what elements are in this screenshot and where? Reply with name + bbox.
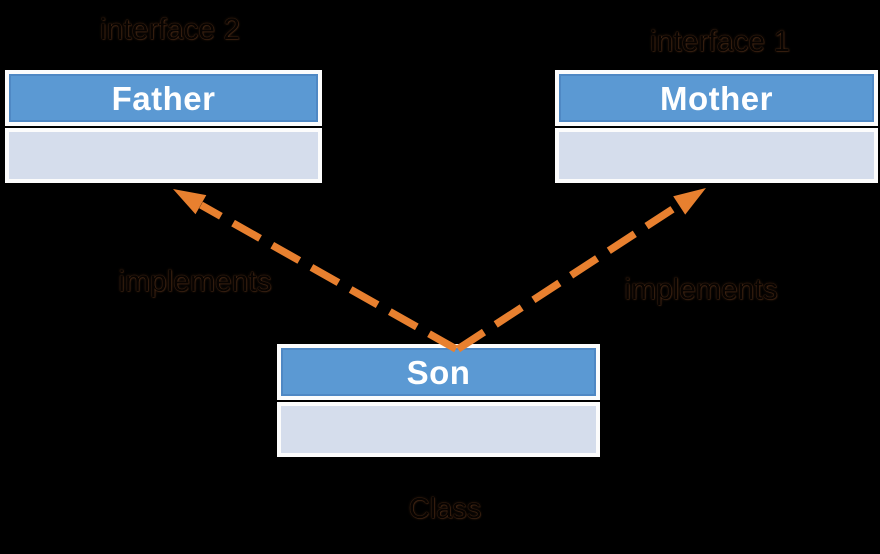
annotation-class: Class	[408, 493, 482, 525]
father-title: Father	[111, 79, 216, 117]
son-body	[277, 402, 600, 457]
arrow-label-implements-right: implements	[624, 273, 778, 306]
son-header: Son	[277, 344, 600, 400]
father-box: Father	[5, 70, 322, 183]
arrow-label-implements-left: implements	[118, 265, 272, 298]
mother-box: Mother	[555, 70, 878, 183]
father-header: Father	[5, 70, 322, 126]
mother-header: Mother	[555, 70, 878, 126]
arrow-son-to-mother	[455, 188, 706, 353]
mother-body	[555, 128, 878, 183]
arrowhead-to-mother-icon	[673, 188, 706, 215]
son-title: Son	[406, 353, 471, 391]
annotation-interface-1: interface 1	[649, 25, 791, 58]
arrowhead-to-father-icon	[173, 189, 207, 215]
son-box: Son	[277, 344, 600, 457]
annotation-interface-2: interface 2	[99, 13, 241, 46]
mother-title: Mother	[660, 79, 773, 117]
father-body	[5, 128, 322, 183]
